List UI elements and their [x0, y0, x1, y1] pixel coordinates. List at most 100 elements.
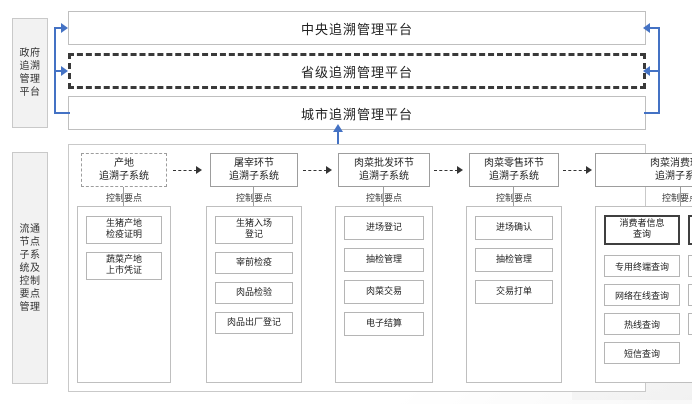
flow-side-line-4: 控制 — [19, 275, 41, 287]
control-box-consumption: 消费者信息 查询 专用终端查询 网络在线查询 热线查询 短信查询 — [595, 206, 692, 383]
item-origin-1-line-0: 蔬菜产地 — [105, 255, 142, 265]
subsystem-consumption-line-1: 追溯子系统 — [655, 171, 692, 182]
subsystem-retail-line-0: 肉菜零售环节 — [484, 158, 544, 169]
flow-side-line-1: 节点 — [19, 236, 41, 248]
stem-wholesale — [383, 187, 384, 206]
item-origin-1-line-1: 上市凭证 — [105, 266, 142, 276]
flow-side-line-2: 子系 — [19, 249, 41, 261]
left-connector-to-city — [54, 112, 70, 114]
item-slaughter-2[interactable]: 肉品检验 — [215, 282, 293, 304]
subsystem-wholesale-line-0: 肉菜批发环节 — [354, 158, 414, 169]
item-wholesale-3[interactable]: 电子结算 — [344, 312, 424, 336]
control-box-wholesale: 进场登记 抽检管理 肉菜交易 电子结算 — [335, 206, 433, 383]
flow-side-line-0: 流通 — [19, 223, 41, 235]
left-arrow-central — [61, 23, 68, 33]
flow-arrow-line-4 — [563, 170, 587, 171]
item-wholesale-2[interactable]: 肉菜交易 — [344, 280, 424, 304]
item-slaughter-1-label: 宰前检疫 — [235, 257, 272, 268]
group-header-group-consumption[interactable]: 团体消费 管理 — [688, 215, 692, 245]
left-connector-to-central — [54, 27, 62, 29]
group-item-consumer-query-3-label: 短信查询 — [623, 349, 660, 360]
item-wholesale-3-label: 电子结算 — [365, 318, 402, 329]
group-item-group-consumption-0[interactable]: 进货验收 — [688, 255, 692, 277]
subsystem-retail-line-1: 追溯子系统 — [489, 171, 539, 182]
platform-label-city: 城市追溯管理平台 — [300, 107, 413, 123]
platform-box-provincial[interactable]: 省级追溯管理平台 — [68, 53, 646, 89]
flow-arrow-head-4 — [586, 166, 592, 174]
circulation-section-label: 流通 节点 子系 统及 控制 要点 管理 — [12, 152, 48, 384]
item-wholesale-1-label: 抽检管理 — [365, 254, 402, 265]
stem-origin — [123, 187, 124, 206]
item-retail-2[interactable]: 交易打单 — [475, 280, 553, 304]
group-item-group-consumption-1[interactable]: 匹配验证 — [688, 284, 692, 306]
subsystem-slaughter[interactable]: 屠宰环节 追溯子系统 — [210, 153, 298, 187]
item-slaughter-3-label: 肉品出厂登记 — [226, 317, 281, 328]
group-item-consumer-query-0[interactable]: 专用终端查询 — [604, 255, 680, 277]
subsystem-origin-line-1: 追溯子系统 — [99, 171, 149, 182]
subsystem-wholesale-line-1: 追溯子系统 — [359, 171, 409, 182]
flow-side-line-5: 要点 — [19, 288, 41, 300]
group-header-consumer-query-line-1: 查询 — [632, 230, 651, 240]
group-item-group-consumption-2[interactable]: 结果反馈 — [688, 313, 692, 335]
item-retail-0[interactable]: 进场确认 — [475, 216, 553, 240]
group-item-consumer-query-2[interactable]: 热线查询 — [604, 313, 680, 335]
control-box-retail: 进场确认 抽检管理 交易打单 — [466, 206, 562, 383]
flow-arrow-head-1 — [196, 166, 202, 174]
subsystem-consumption[interactable]: 肉菜消费环节 追溯子系统 — [595, 153, 692, 187]
item-wholesale-1[interactable]: 抽检管理 — [344, 248, 424, 272]
subsystem-wholesale[interactable]: 肉菜批发环节 追溯子系统 — [338, 153, 430, 187]
subsystem-origin-line-0: 产地 — [114, 158, 134, 169]
flow-arrow-line-3 — [434, 170, 458, 171]
subsystem-origin[interactable]: 产地 追溯子系统 — [81, 153, 167, 187]
subsystem-retail[interactable]: 肉菜零售环节 追溯子系统 — [469, 153, 559, 187]
platform-box-city[interactable]: 城市追溯管理平台 — [68, 96, 646, 130]
stem-retail — [513, 187, 514, 206]
item-slaughter-0[interactable]: 生猪入场 登记 — [215, 216, 293, 244]
item-wholesale-2-label: 肉菜交易 — [365, 286, 402, 297]
gov-side-line-3: 平台 — [19, 87, 41, 98]
item-origin-1[interactable]: 蔬菜产地 上市凭证 — [86, 252, 162, 280]
item-wholesale-0[interactable]: 进场登记 — [344, 216, 424, 240]
group-item-consumer-query-3[interactable]: 短信查询 — [604, 342, 680, 364]
item-slaughter-3[interactable]: 肉品出厂登记 — [215, 312, 293, 334]
item-origin-0-line-0: 生猪产地 — [105, 219, 142, 229]
item-retail-1[interactable]: 抽检管理 — [475, 248, 553, 272]
left-arrow-provincial — [61, 66, 68, 76]
flow-arrow-line-2 — [303, 170, 327, 171]
platform-box-central[interactable]: 中央追溯管理平台 — [68, 11, 646, 45]
gov-side-line-0: 政府 — [19, 48, 41, 59]
flow-arrow-head-2 — [326, 166, 332, 174]
item-origin-0[interactable]: 生猪产地 检疫证明 — [86, 216, 162, 244]
platform-label-central: 中央追溯管理平台 — [300, 22, 413, 38]
item-slaughter-0-line-1: 登记 — [244, 230, 263, 240]
control-box-origin: 生猪产地 检疫证明 蔬菜产地 上市凭证 — [77, 206, 171, 383]
group-header-consumer-query[interactable]: 消费者信息 查询 — [604, 215, 680, 245]
stem-consumption — [680, 187, 681, 206]
subsystem-consumption-line-0: 肉菜消费环节 — [650, 158, 692, 169]
item-slaughter-1[interactable]: 宰前检疫 — [215, 252, 293, 274]
subsystem-slaughter-line-1: 追溯子系统 — [229, 171, 279, 182]
flow-arrow-line-1 — [173, 170, 197, 171]
item-origin-0-line-1: 检疫证明 — [105, 230, 142, 240]
gov-side-line-2: 管理 — [19, 74, 41, 85]
group-item-consumer-query-1[interactable]: 网络在线查询 — [604, 284, 680, 306]
item-retail-2-label: 交易打单 — [495, 286, 532, 297]
flow-side-line-6: 管理 — [19, 301, 41, 313]
control-box-slaughter: 生猪入场 登记 宰前检疫 肉品检验 肉品出厂登记 — [206, 206, 302, 383]
group-item-consumer-query-1-label: 网络在线查询 — [614, 291, 669, 302]
stem-slaughter — [253, 187, 254, 206]
group-header-consumer-query-line-0: 消费者信息 — [619, 219, 665, 229]
item-slaughter-0-line-0: 生猪入场 — [235, 219, 272, 229]
group-item-consumer-query-0-label: 专用终端查询 — [614, 262, 669, 273]
subsystem-slaughter-line-0: 屠宰环节 — [234, 158, 274, 169]
item-retail-1-label: 抽检管理 — [495, 254, 532, 265]
flow-arrow-head-3 — [457, 166, 463, 174]
